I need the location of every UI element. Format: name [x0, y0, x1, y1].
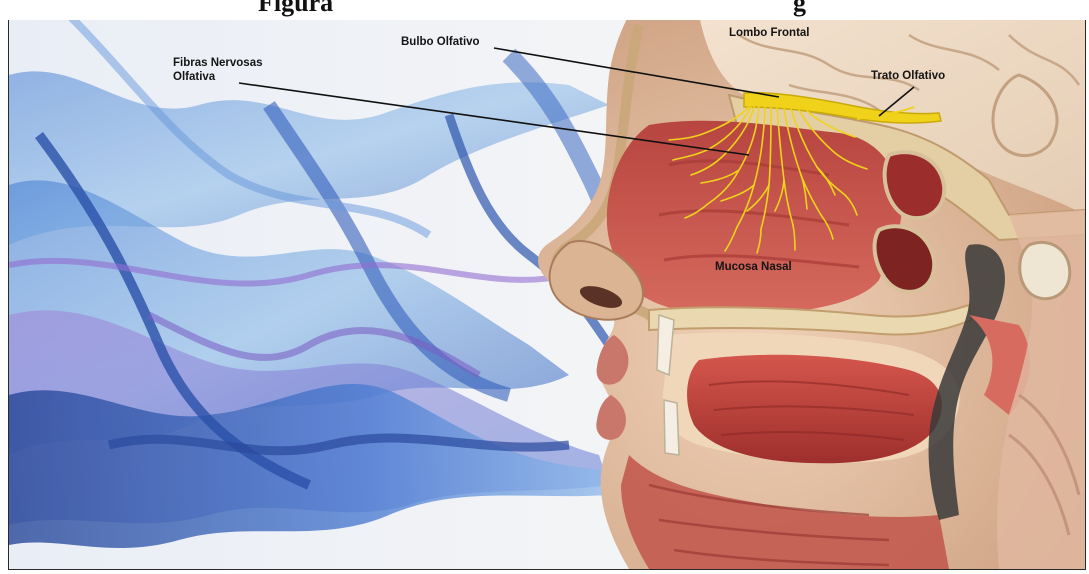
label-fibras-line2: Olfativa: [173, 70, 263, 84]
label-lombo-frontal: Lombo Frontal: [729, 26, 810, 40]
nasal-mucosa-region: [607, 121, 902, 315]
figure-caption-right: g: [793, 0, 806, 18]
label-mucosa-nasal: Mucosa Nasal: [715, 260, 792, 274]
label-bulbo-olfativo: Bulbo Olfativo: [401, 35, 480, 49]
label-fibras-line1: Fibras Nervosas: [173, 56, 263, 70]
label-fibras-nervosas: Fibras Nervosas Olfativa: [173, 56, 263, 84]
illustration-frame: Fibras Nervosas Olfativa Bulbo Olfativo …: [8, 14, 1086, 570]
olfactory-anatomy-illustration: [9, 15, 1085, 569]
figure-caption-strip: Figura g: [0, 0, 1089, 20]
figure-caption-left: Figura: [258, 0, 333, 18]
label-trato-olfativo: Trato Olfativo: [871, 69, 945, 83]
